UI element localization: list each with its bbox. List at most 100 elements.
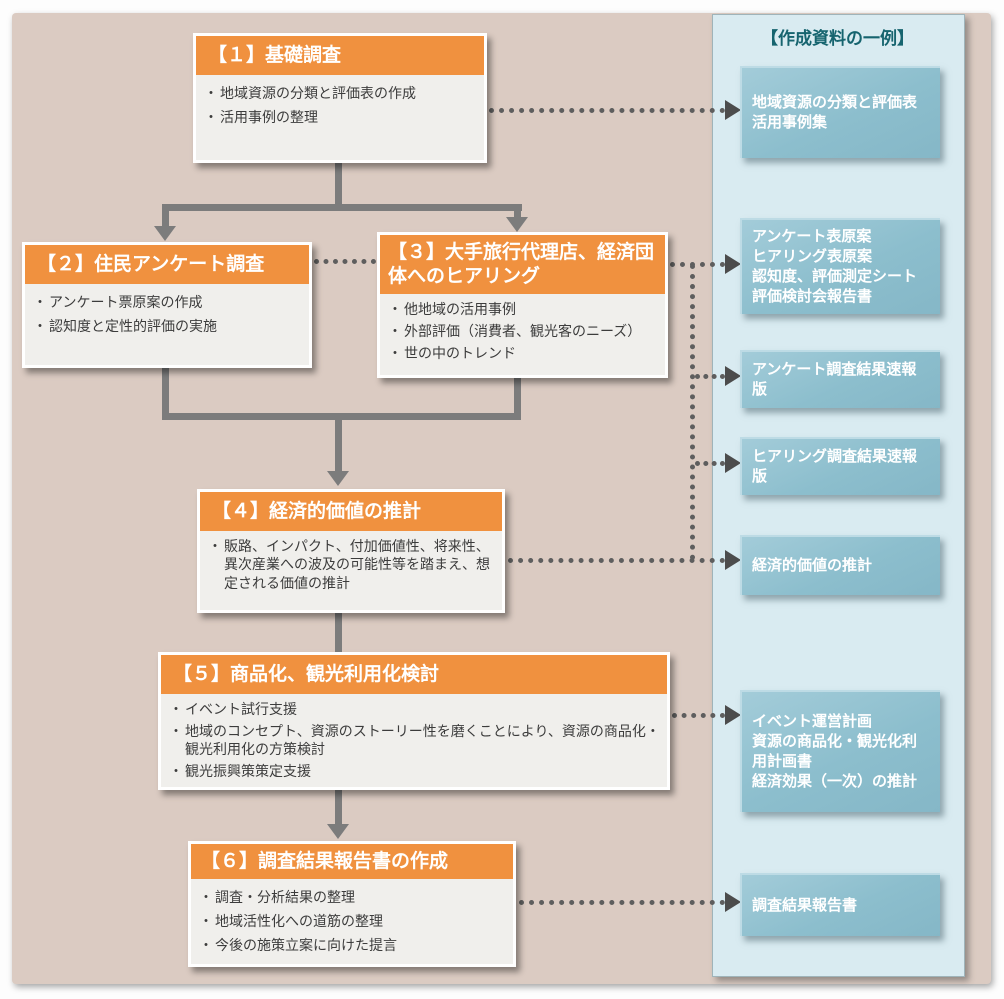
connector-step1-down [335, 161, 342, 208]
bullet-item: ・世の中のトレンド [388, 344, 659, 363]
arrowhead-to-step3 [506, 217, 528, 232]
deliverable-box-5: 経済的価値の推計 [740, 535, 940, 595]
deliverable-line: イベント運営計画 [752, 713, 873, 731]
bullet-marker: ・ [204, 109, 218, 126]
step-box-2: 【２】住民アンケート調査 ・アンケート票原案の作成 ・認知度と定性的評価の実施 [22, 242, 312, 368]
connector-step2-down [162, 366, 169, 419]
dotted-arrowhead-d7 [725, 892, 741, 912]
dotted-arrowhead-d6 [725, 705, 741, 725]
bullet-item: ・活用事例の整理 [204, 108, 478, 127]
connector-step4-to-step5 [335, 611, 342, 654]
arrowhead-to-step4 [327, 471, 349, 486]
deliverable-line: ヒアリング表原案 [752, 248, 873, 266]
bullet-marker: ・ [388, 345, 402, 362]
deliverable-line: 調査結果報告書 [752, 896, 858, 914]
step-4-body: ・販路、インパクト、付加価値性、将来性、異次産業への波及の可能性等を踏まえ、想定… [200, 531, 502, 603]
step-4-title: 【４】経済的価値の推計 [200, 492, 502, 531]
connector-split-right [514, 207, 521, 218]
dotted-arrowhead-d5 [725, 550, 741, 570]
dotted-step6-to-d7 [519, 900, 725, 905]
dotted-branch-to-d4 [695, 461, 725, 466]
connector-split-bar [162, 204, 522, 211]
connector-merge-down [335, 418, 342, 472]
bullet-text: 調査・分析結果の整理 [215, 888, 355, 905]
bullet-item: ・イベント試行支援 [169, 700, 661, 718]
bullet-marker: ・ [199, 888, 213, 905]
step-box-4: 【４】経済的価値の推計 ・販路、インパクト、付加価値性、将来性、異次産業への波及… [197, 489, 505, 613]
connector-merge-bar [162, 413, 521, 420]
connector-split-left [162, 207, 169, 226]
dotted-arrowhead-d2 [725, 254, 741, 274]
bullet-marker: ・ [169, 763, 183, 780]
step-2-body: ・アンケート票原案の作成 ・認知度と定性的評価の実施 [25, 284, 309, 348]
bullet-text: 観光振興策策定支援 [185, 763, 311, 780]
step-box-1: 【１】基礎調査 ・地域資源の分類と評価表の作成 ・活用事例の整理 [193, 33, 487, 163]
deliverable-box-3: アンケート調査結果速報版 [740, 350, 940, 408]
bullet-item: ・地域活性化への道筋の整理 [199, 912, 507, 931]
panel-title: 【作成資料の一例】 [761, 29, 914, 48]
step-3-body: ・他地域の活用事例 ・外部評価（消費者、観光客のニーズ） ・世の中のトレンド [380, 294, 665, 373]
step-1-title: 【１】基礎調査 [196, 36, 484, 75]
bullet-marker: ・ [169, 722, 183, 739]
bullet-item: ・調査・分析結果の整理 [199, 888, 507, 907]
bullet-text: 活用事例の整理 [220, 109, 318, 126]
bullet-text: 今後の施策立案に向けた提言 [215, 937, 397, 954]
deliverable-line: 経済効果（一次）の推計 [752, 772, 918, 790]
connector-step5-down [335, 788, 342, 825]
dotted-step3-to-d2 [670, 262, 725, 267]
bullet-marker: ・ [169, 700, 183, 717]
bullet-item: ・観光振興策策定支援 [169, 762, 661, 780]
deliverable-line: 活用事例集 [752, 114, 828, 131]
bullet-item: ・今後の施策立案に向けた提言 [199, 936, 507, 955]
bullet-marker: ・ [33, 293, 47, 310]
dotted-step2-to-step3 [314, 259, 376, 264]
bullet-text: 世の中のトレンド [404, 345, 516, 362]
deliverable-box-6: イベント運営計画 資源の商品化・観光化利用計画書 経済効果（一次）の推計 [740, 690, 940, 812]
bullet-item: ・販路、インパクト、付加価値性、将来性、異次産業への波及の可能性等を踏まえ、想定… [208, 537, 496, 592]
bullet-text: 他地域の活用事例 [404, 300, 516, 317]
deliverable-box-7: 調査結果報告書 [740, 873, 940, 936]
bullet-text: 外部評価（消費者、観光客のニーズ） [404, 322, 642, 339]
step-5-title: 【５】商品化、観光利用化検討 [161, 655, 667, 694]
bullet-marker: ・ [388, 322, 402, 339]
dotted-step5-to-d6 [672, 713, 725, 718]
deliverable-line: 資源の商品化・観光化利用計画書 [752, 733, 918, 770]
bullet-text: 認知度と定性的評価の実施 [49, 318, 217, 335]
deliverable-line: ヒアリング調査結果速報版 [752, 448, 918, 485]
dotted-arrowhead-d4 [725, 453, 741, 473]
bullet-text: 販路、インパクト、付加価値性、将来性、異次産業への波及の可能性等を踏まえ、想定さ… [224, 537, 490, 591]
deliverable-box-4: ヒアリング調査結果速報版 [740, 437, 940, 495]
bullet-text: 地域活性化への道筋の整理 [215, 913, 383, 930]
step-1-body: ・地域資源の分類と評価表の作成 ・活用事例の整理 [196, 75, 484, 139]
step-2-title: 【２】住民アンケート調査 [25, 245, 309, 284]
dotted-step1-to-d1 [489, 108, 725, 113]
deliverable-line: 地域資源の分類と評価表 [752, 94, 918, 112]
bullet-item: ・地域資源の分類と評価表の作成 [204, 84, 478, 103]
dotted-arrowhead-d1 [725, 100, 741, 120]
step-box-3: 【３】大手旅行代理店、経済団体へのヒアリング ・他地域の活用事例 ・外部評価（消… [377, 232, 668, 378]
dotted-branch-to-d3 [695, 374, 725, 379]
deliverable-line: 評価検討会報告書 [752, 287, 873, 305]
bullet-marker: ・ [33, 318, 47, 335]
connector-step3-down [514, 376, 521, 419]
dotted-branch-spine [690, 264, 695, 560]
bullet-text: イベント試行支援 [185, 700, 297, 717]
deliverables-panel [712, 14, 965, 977]
step-3-title: 【３】大手旅行代理店、経済団体へのヒアリング [380, 235, 665, 294]
step-5-body: ・イベント試行支援 ・地域のコンセプト、資源のストーリー性を磨くことにより、資源… [161, 694, 667, 792]
bullet-item: ・認知度と定性的評価の実施 [33, 317, 303, 336]
bullet-item: ・アンケート票原案の作成 [33, 293, 303, 312]
arrowhead-to-step2 [154, 226, 176, 241]
step-box-6: 【６】調査結果報告書の作成 ・調査・分析結果の整理 ・地域活性化への道筋の整理 … [188, 841, 516, 967]
dotted-step4-to-d5 [508, 558, 725, 563]
bullet-item: ・外部評価（消費者、観光客のニーズ） [388, 322, 659, 341]
arrowhead-to-step6 [327, 824, 349, 839]
bullet-marker: ・ [204, 84, 218, 101]
bullet-text: アンケート票原案の作成 [49, 293, 203, 310]
bullet-item: ・地域のコンセプト、資源のストーリー性を磨くことにより、資源の商品化・観光利用化… [169, 722, 661, 758]
bullet-text: 地域資源の分類と評価表の作成 [220, 84, 416, 101]
bullet-item: ・他地域の活用事例 [388, 300, 659, 319]
bullet-marker: ・ [388, 300, 402, 317]
bullet-marker: ・ [199, 937, 213, 954]
